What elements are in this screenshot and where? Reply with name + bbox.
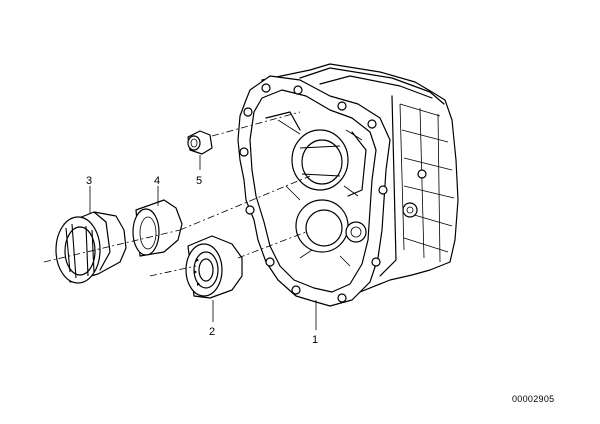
callout-leaders [89, 155, 317, 330]
callout-part-5: 5 [196, 175, 202, 187]
needle-roller-bearing [55, 211, 127, 284]
document-code: 00002905 [512, 394, 555, 404]
transmission-housing [237, 63, 459, 307]
flange-bolt-holes [239, 83, 388, 303]
small-bushing [187, 130, 213, 155]
callout-part-3: 3 [86, 175, 92, 187]
callout-part-1: 1 [312, 334, 318, 346]
callout-part-4: 4 [154, 175, 160, 187]
sleeve-ring [132, 199, 183, 257]
ball-bearing [185, 235, 243, 299]
axis-center-lines [43, 111, 311, 277]
callout-part-2: 2 [209, 326, 215, 338]
